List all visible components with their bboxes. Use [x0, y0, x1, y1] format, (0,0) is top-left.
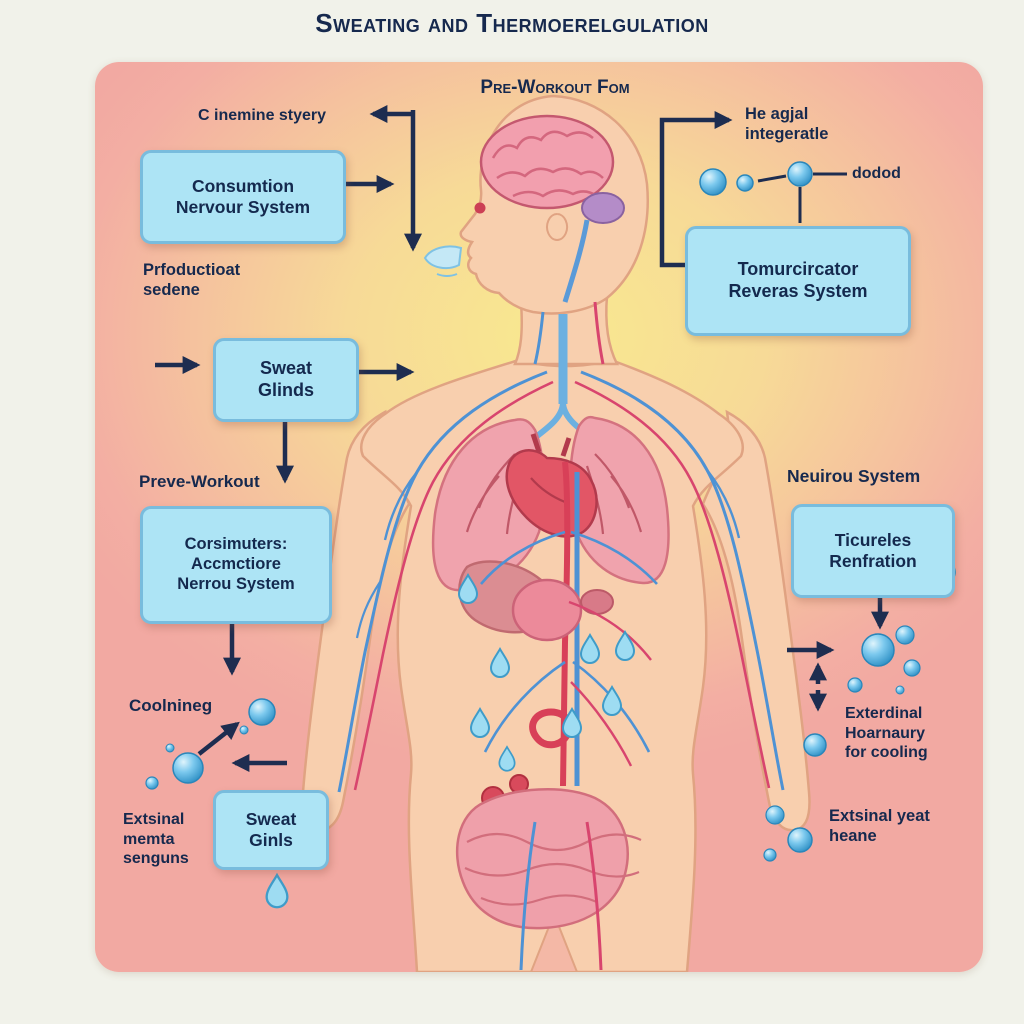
- subtitle-pre-workout: Pre-Workout Fom: [480, 77, 630, 98]
- breath-puff: [423, 245, 463, 277]
- eye: [474, 202, 486, 214]
- box-corsimuters: Corsimuters: Accmctiore Nerrou System: [140, 506, 332, 624]
- droplet-icon: [895, 685, 905, 695]
- droplet-icon: [903, 659, 921, 677]
- flow-arrows: [155, 105, 889, 772]
- droplet-icon: [861, 633, 895, 667]
- spleen: [580, 589, 614, 615]
- stomach: [511, 578, 583, 642]
- label-preve-workout: Preve-Workout: [139, 472, 260, 491]
- box-ticureles-renfration: Ticureles Renfration: [791, 504, 955, 598]
- label-extsinal-yeat: Extsinal yeat heane: [829, 807, 930, 846]
- bead-chain-top-right: [699, 161, 847, 223]
- droplet-icon: [239, 725, 249, 735]
- brainstem: [562, 219, 590, 303]
- right-droplet-cluster: [847, 625, 921, 695]
- droplet-icon: [847, 677, 863, 693]
- label-prfoductioat: Prfoductioat sedene: [143, 261, 241, 300]
- arrow-diagonal-to-droplet: [197, 721, 240, 756]
- ear: [546, 213, 569, 241]
- blood-vessels: [337, 301, 785, 971]
- label-extsinal-memta: Extsinal memta senguns: [123, 811, 189, 868]
- droplet-icon: [736, 174, 754, 192]
- label-coolnineg: Coolnineg: [129, 696, 213, 715]
- droplet-icon: [895, 625, 915, 645]
- droplet-icon: [787, 827, 813, 853]
- human-figure: [301, 94, 811, 972]
- droplet-icon: [699, 168, 727, 196]
- label-dodod: dodod: [852, 165, 901, 182]
- box-sweat-glinds: Sweat Glinds: [213, 338, 359, 422]
- droplet-icon: [265, 873, 289, 909]
- coolnineg-droplet: [239, 698, 276, 735]
- droplet-icon: [763, 848, 777, 862]
- label-he-agjal: He agjal integeratle: [745, 105, 829, 144]
- illustration-panel: Pre-Workout Fom C inemine styery Consumt…: [95, 62, 983, 972]
- arrow-box-to-he-agjal: [659, 111, 733, 268]
- heart: [505, 433, 598, 538]
- droplet-icon: [145, 776, 159, 790]
- droplet-icon: [248, 698, 276, 726]
- droplet-icon: [765, 805, 785, 825]
- label-neuirou-system: Neuirou System: [787, 466, 921, 486]
- label-exterdinal: Exterdinal Hoarnaury for cooling: [845, 705, 928, 762]
- droplet-icon: [787, 161, 813, 187]
- label-c-inemine: C inemine styery: [198, 107, 327, 124]
- leg-gap: [529, 911, 579, 972]
- box-sweat-ginls: Sweat Ginls: [213, 790, 329, 870]
- intestines: [455, 774, 642, 930]
- brain: [479, 114, 625, 303]
- cerebellum: [581, 192, 625, 224]
- box-tomurcircator: Tomurcircator Reveras System: [685, 226, 911, 336]
- droplet-icon: [165, 743, 175, 753]
- bottom-right-droplets: [763, 805, 813, 862]
- page-title: Sweating and Thermoerelgulation: [315, 8, 709, 38]
- left-droplet-cluster: [145, 743, 204, 790]
- box-consumtion-nervour-system: Consumtion Nervour System: [140, 150, 346, 244]
- droplet-icon: [172, 752, 204, 784]
- droplet-icon: [803, 733, 827, 757]
- anatomy-art: [145, 94, 956, 972]
